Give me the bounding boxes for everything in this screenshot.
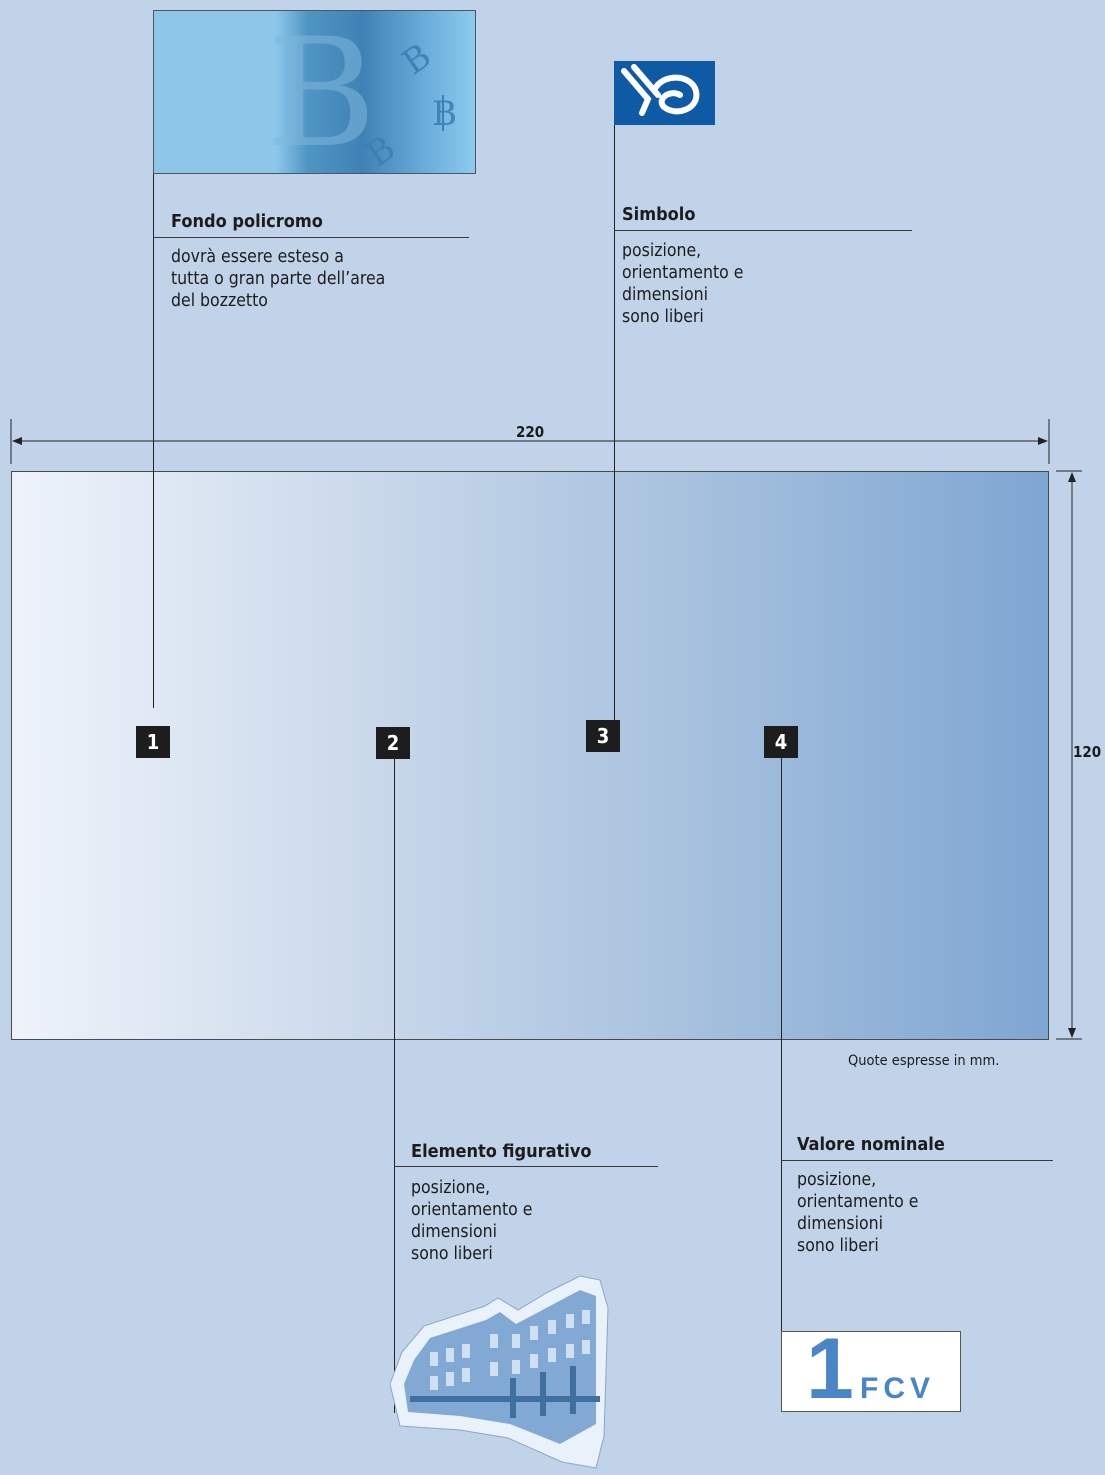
unit-note: Quote espresse in mm. xyxy=(848,1053,1000,1069)
leader-line-4 xyxy=(781,750,782,1332)
description-valore-nominale: posizione, orientamento e dimensioni son… xyxy=(797,1170,919,1256)
height-dimension-label: 120 xyxy=(1073,743,1102,761)
banknote-area xyxy=(11,471,1049,1040)
leader-line-3 xyxy=(614,125,615,722)
denomination-number: 1 xyxy=(806,1321,854,1417)
title-fondo-policromo: Fondo policromo xyxy=(171,211,323,232)
title-rule-1 xyxy=(153,237,469,238)
title-elemento-figurativo: Elemento figurativo xyxy=(411,1141,592,1162)
title-rule-2 xyxy=(394,1166,658,1167)
leader-line-2 xyxy=(394,750,395,1413)
marker-1: 1 xyxy=(136,726,170,758)
title-simbolo: Simbolo xyxy=(622,204,696,225)
description-elemento-figurativo: posizione, orientamento e dimensioni son… xyxy=(411,1178,533,1264)
width-dimension-label: 220 xyxy=(516,423,545,441)
title-valore-nominale: Valore nominale xyxy=(797,1134,945,1155)
background-glyph: B xyxy=(266,10,377,174)
title-rule-3 xyxy=(614,230,912,231)
bank-logo-icon xyxy=(614,61,715,125)
denomination-currency: FCV xyxy=(860,1372,935,1405)
svg-text:B: B xyxy=(359,128,402,174)
title-rule-4 xyxy=(781,1160,1053,1161)
description-simbolo: posizione, orientamento e dimensioni son… xyxy=(622,241,744,327)
svg-text:B: B xyxy=(432,94,457,134)
symbol-graphic xyxy=(621,64,700,116)
svg-text:B: B xyxy=(395,36,438,83)
marker-2: 2 xyxy=(376,727,410,759)
building-engraving-icon xyxy=(390,1275,609,1469)
baht-sign-icon: B B B xyxy=(359,36,457,174)
marker-3: 3 xyxy=(586,720,620,752)
description-fondo-policromo: dovrà essere esteso a tutta o gran parte… xyxy=(171,247,386,311)
marker-4: 4 xyxy=(764,726,798,758)
denomination-sample: 1 FCV xyxy=(781,1324,961,1414)
leader-line-1 xyxy=(153,70,154,708)
background-sample: B B B B xyxy=(153,10,476,174)
